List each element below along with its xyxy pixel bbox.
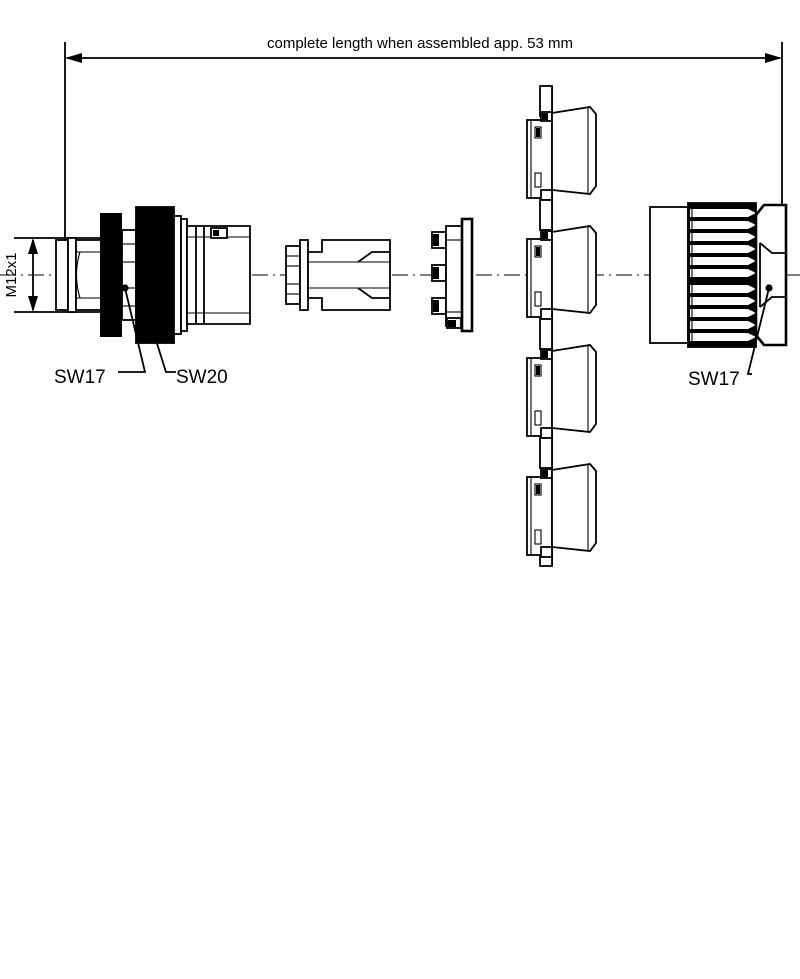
- flange-body: [445, 225, 463, 327]
- leader-sw20: SW20: [138, 292, 228, 388]
- module-body: [551, 344, 597, 433]
- thread-body: [75, 239, 103, 311]
- module-tab-bottom: [540, 427, 553, 439]
- arrowhead-left: [65, 53, 82, 63]
- module-body: [551, 463, 597, 552]
- module-slot-lower: [534, 529, 542, 545]
- module-tab-top-fill: [542, 113, 548, 120]
- flange-tab-mid-marker: [433, 267, 439, 279]
- spine-link-1: [539, 199, 553, 231]
- hex-nut-serrations: [100, 218, 122, 332]
- arrowhead-down: [28, 296, 38, 312]
- arrowhead-up: [28, 238, 38, 254]
- module-tab-top-fill: [542, 470, 548, 477]
- module-slot-lower: [534, 291, 542, 307]
- leader-line: [746, 287, 770, 375]
- leader-sw17-right: SW17: [688, 284, 773, 390]
- right-connector-cable-gland: [649, 202, 788, 348]
- carrier-module: [526, 463, 597, 558]
- module-body: [551, 106, 597, 195]
- label-sw20: SW20: [176, 367, 228, 388]
- module-slot-upper-fill: [536, 366, 540, 375]
- flange-tab-top-marker: [433, 234, 439, 246]
- knurled-body-sw20: [136, 207, 174, 343]
- gland-rib-lines: [690, 209, 756, 341]
- hex-nut-sw17: [100, 213, 122, 337]
- pin-comb: [285, 245, 301, 305]
- latch-marker: [213, 230, 219, 236]
- carrier-module: [526, 225, 597, 320]
- module-body: [551, 225, 597, 314]
- thread-root-arc: [75, 251, 81, 299]
- hex-chamfer-top: [759, 242, 786, 254]
- leader-line: [118, 287, 147, 373]
- insert-taper-top: [357, 251, 390, 263]
- thread-tip: [55, 239, 69, 311]
- spine-link-3: [539, 437, 553, 469]
- carrier-module: [526, 344, 597, 439]
- left-connector-m12-plug: [55, 206, 251, 344]
- module-tab-top-fill: [542, 351, 548, 358]
- contact-carrier-strip: [526, 85, 597, 567]
- comb-shoulder: [299, 239, 309, 311]
- module-tab-top-fill: [542, 232, 548, 239]
- module-tab-bottom: [540, 189, 553, 201]
- module-slot-upper-fill: [536, 247, 540, 256]
- module-tab-bottom: [540, 308, 553, 320]
- groove-ring-1: [173, 215, 182, 335]
- contact-insert: [285, 239, 391, 311]
- rear-body: [186, 225, 251, 325]
- leader-sw17-left: SW17: [54, 284, 147, 388]
- flange-tab-bottom-marker: [433, 300, 439, 312]
- label-sw17-right: SW17: [688, 369, 740, 390]
- thread-shoulder: [67, 237, 77, 313]
- module-slot-lower: [534, 410, 542, 426]
- carrier-module: [526, 106, 597, 201]
- arrowhead-right: [765, 53, 782, 63]
- label-sw17-left: SW17: [54, 367, 106, 388]
- spine-link-2: [539, 318, 553, 350]
- gland-rear-block: [649, 206, 689, 344]
- overall-length-dimension: complete length when assembled app. 53 m…: [64, 35, 783, 258]
- leader-line: [141, 295, 176, 373]
- insert-taper-bottom: [357, 287, 390, 299]
- flange-disc: [460, 217, 474, 333]
- module-slot-lower: [534, 172, 542, 188]
- module-slot-upper-fill: [536, 128, 540, 137]
- flange-foot-marker: [448, 320, 456, 327]
- flange-plate: [431, 217, 474, 333]
- insert-body: [307, 239, 391, 311]
- hex-chamfer-bottom: [759, 296, 786, 308]
- module-tab-bottom: [540, 546, 553, 558]
- module-slot-upper-fill: [536, 485, 540, 494]
- overall-length-label: complete length when assembled app. 53 m…: [267, 35, 573, 52]
